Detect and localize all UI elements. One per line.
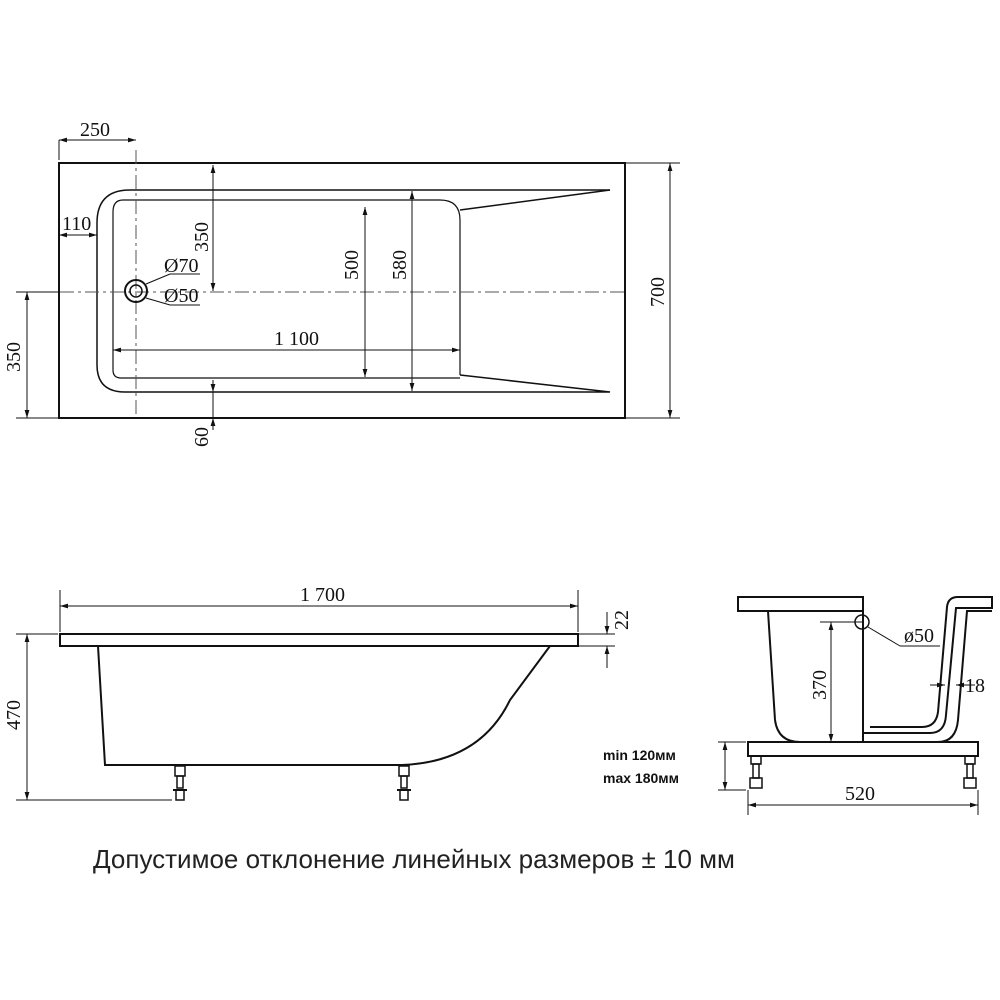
dim-60-label: 60	[191, 427, 213, 447]
section-view: ø50 370 18 min 120мм max 180мм 520	[603, 596, 993, 815]
top-view-outline	[58, 162, 626, 419]
dim-370-label: 370	[809, 670, 831, 700]
side-view: 1 700 22 470	[3, 584, 633, 801]
dim-350-outer-label: 350	[3, 342, 25, 372]
drain-outer-circle	[124, 279, 148, 303]
dim-500-label: 500	[341, 250, 363, 280]
side-view-body	[97, 645, 551, 766]
section-stand	[747, 741, 979, 757]
drain-inner-circle	[129, 284, 143, 298]
dim-18-label: 18	[965, 675, 985, 697]
section-shell-right	[863, 596, 993, 734]
section-drain-label: ø50	[904, 625, 934, 647]
dim-1700-label: 1 700	[300, 584, 345, 606]
tolerance-caption: Допустимое отклонение линейных размеров …	[93, 844, 735, 874]
drain-outer-label: Ø70	[164, 255, 198, 277]
section-foot-left	[749, 755, 763, 789]
dim-250-label: 250	[80, 119, 110, 141]
dim-520-label: 520	[845, 783, 875, 805]
dim-1100-label: 1 100	[274, 328, 319, 350]
side-view-foot-right	[397, 765, 411, 801]
dim-700-label: 700	[647, 277, 669, 307]
dim-22-label: 22	[611, 610, 633, 630]
side-view-rim	[59, 633, 579, 647]
max-height-label: max 180мм	[603, 770, 679, 786]
section-foot-right	[963, 755, 977, 789]
dim-350-inner-label: 350	[191, 222, 213, 252]
top-view-basin-inner	[112, 199, 461, 379]
top-view-basin-outer	[96, 189, 611, 393]
top-view: Ø70 Ø50 250 110 350 60 500 580 1 100 700	[3, 119, 680, 447]
dim-580-label: 580	[389, 250, 411, 280]
section-rim-left	[737, 596, 864, 612]
side-view-foot-left	[173, 765, 187, 801]
dim-110-label: 110	[62, 213, 91, 235]
drain-inner-label: Ø50	[164, 285, 198, 307]
dim-470-label: 470	[3, 700, 25, 730]
min-height-label: min 120мм	[603, 747, 676, 763]
